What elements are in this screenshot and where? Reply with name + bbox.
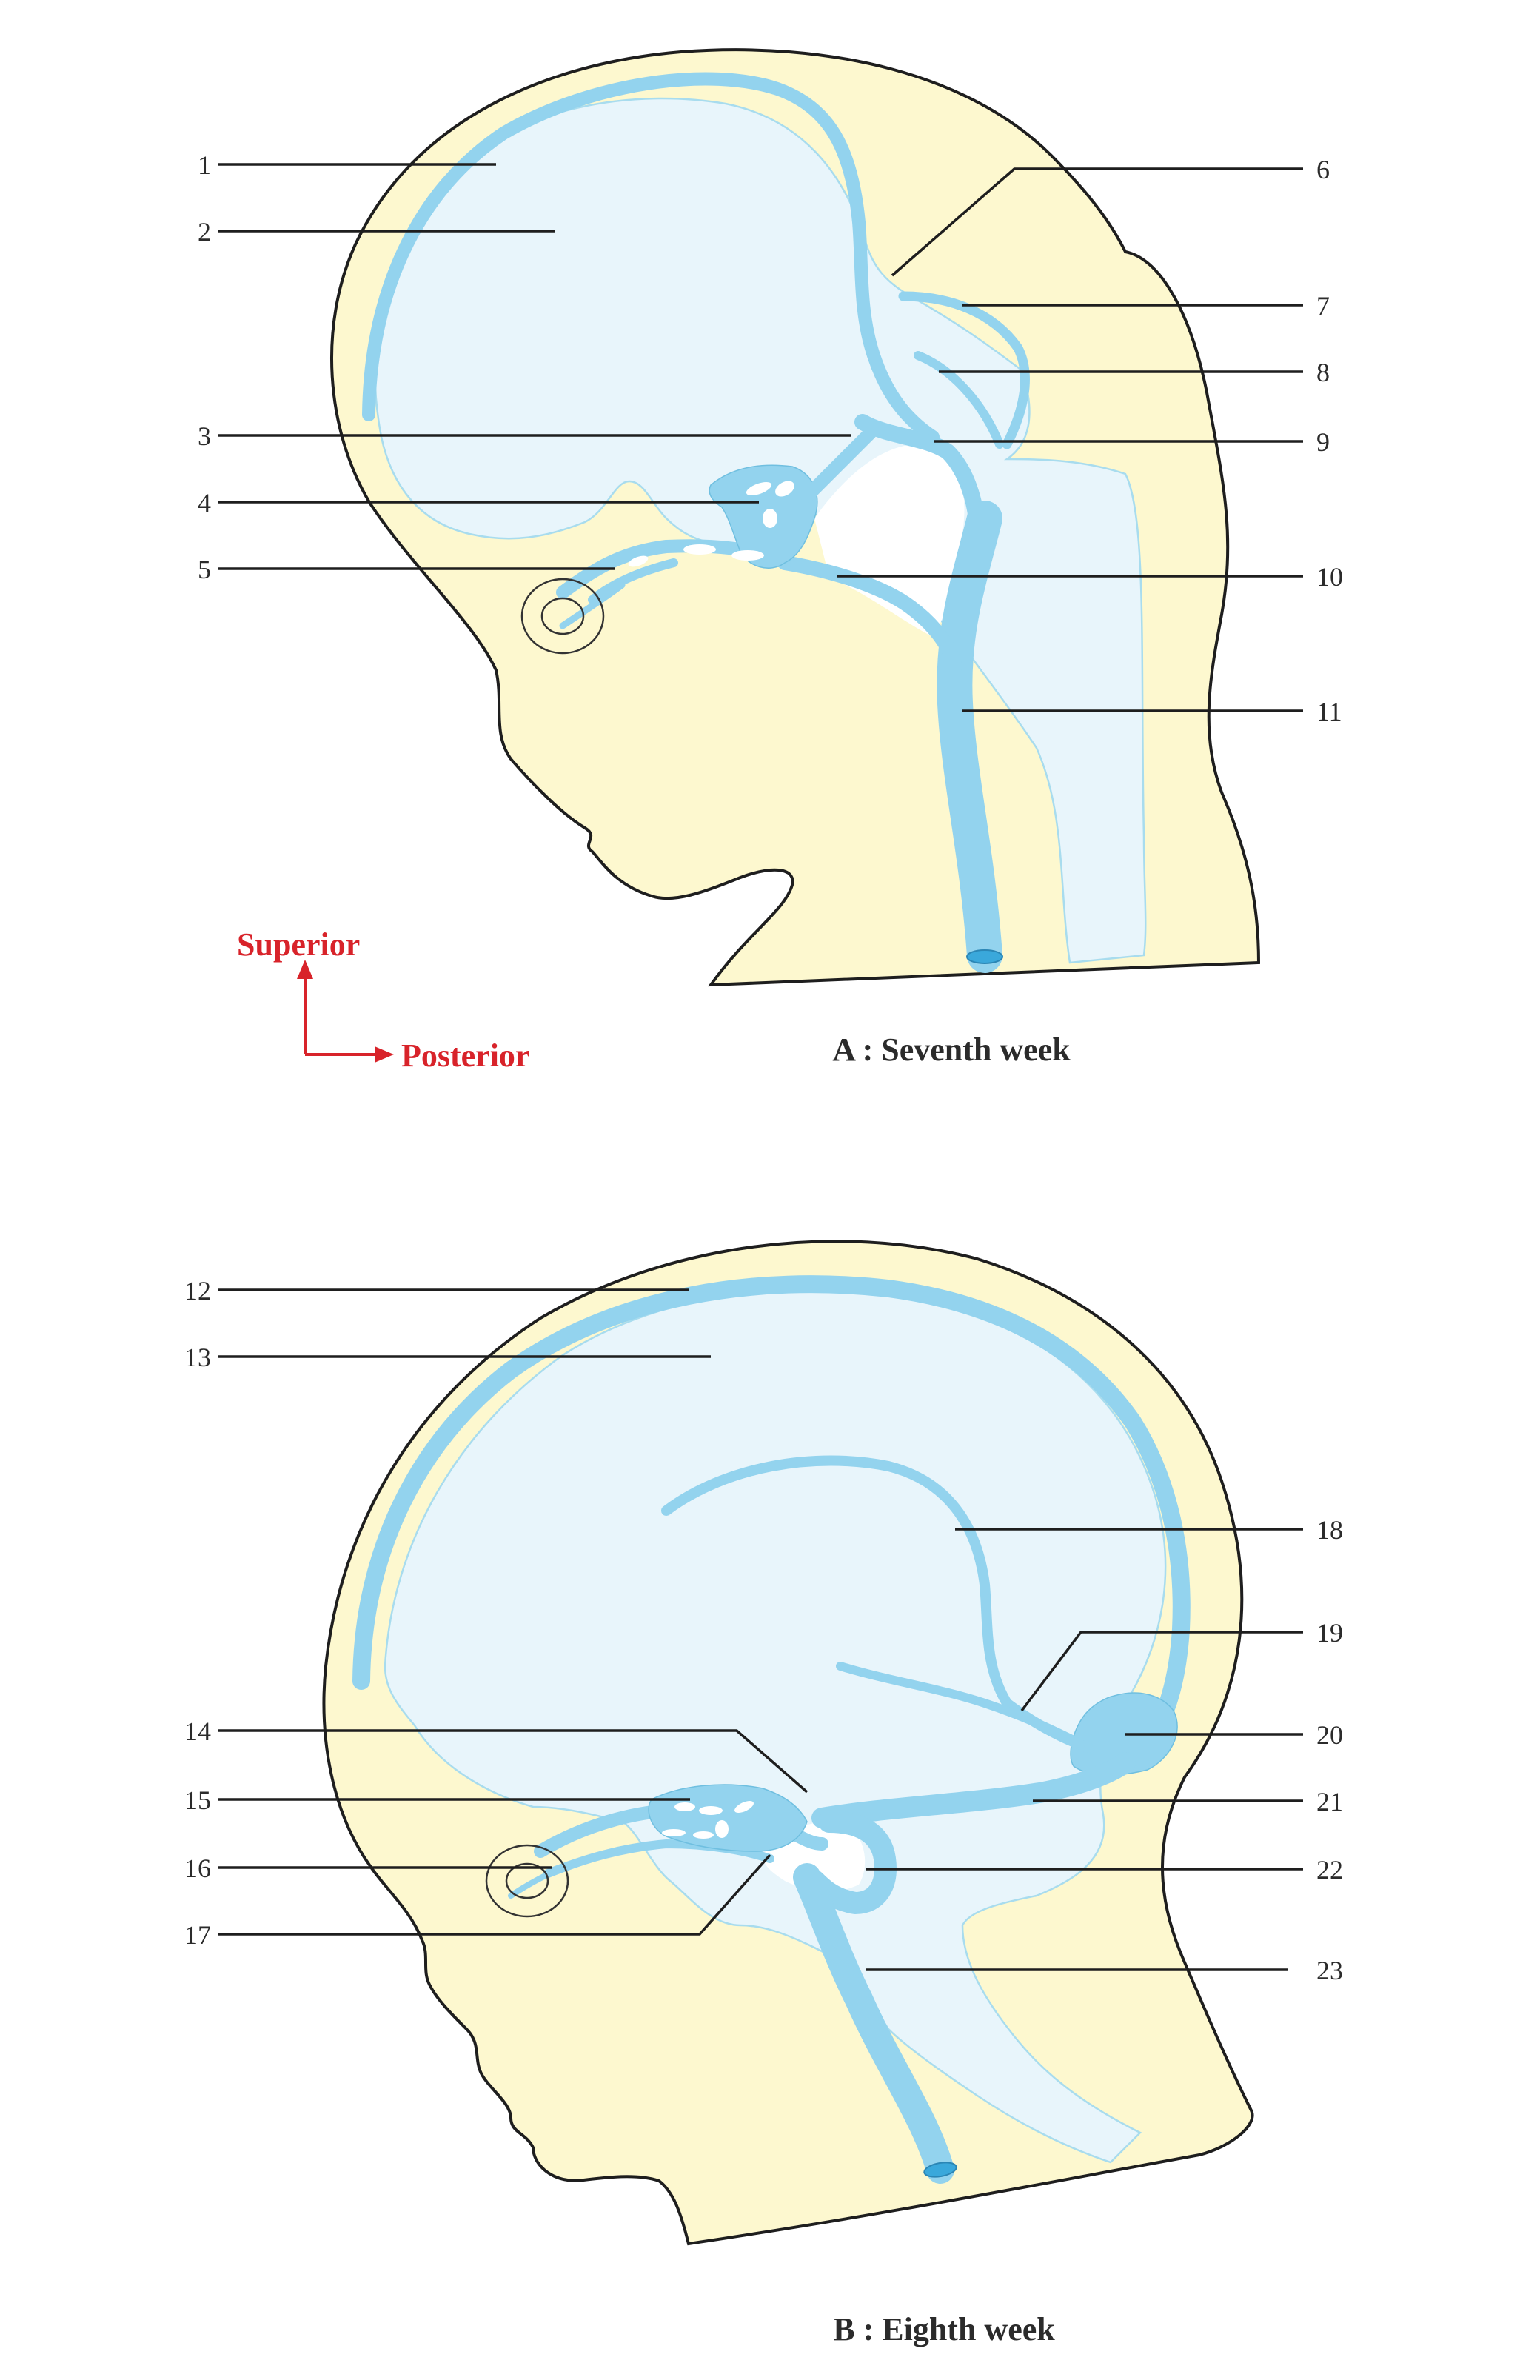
vessel-5b-a — [588, 558, 678, 604]
label-9: 9 — [1316, 427, 1330, 457]
vessel-3-link-a — [800, 427, 877, 503]
caption-b: B : Eighth week — [833, 2311, 1055, 2347]
vessel-eye-b — [508, 1859, 580, 1899]
label-22: 22 — [1316, 1855, 1343, 1885]
label-12: 12 — [184, 1276, 211, 1306]
label-20: 20 — [1316, 1720, 1343, 1750]
plexus-hole-a1 — [746, 481, 772, 496]
superior-label: Superior — [237, 926, 360, 963]
label-5: 5 — [198, 555, 211, 584]
label-4: 4 — [198, 488, 211, 518]
label-3: 3 — [198, 421, 211, 451]
plexus-hole-b4 — [662, 1829, 686, 1836]
eye-outer-b — [485, 1844, 569, 1918]
orientation-indicator: Superior Posterior — [237, 926, 529, 1074]
vessel-lumen-b — [923, 2162, 957, 2178]
vessel-eye-a — [559, 581, 626, 629]
vessel-plexus-b — [648, 1784, 808, 1852]
vessel-anterior-arc-a — [362, 72, 940, 444]
vessel-19-b — [836, 1662, 1085, 1748]
plexus-hole-b1 — [674, 1802, 695, 1811]
label-1: 1 — [198, 150, 211, 180]
vessel-22-loop-b — [803, 1811, 897, 1914]
label-14: 14 — [184, 1717, 211, 1746]
posterior-arrowhead — [375, 1046, 394, 1063]
label-16: 16 — [184, 1853, 211, 1883]
vessel-16-b — [543, 1839, 774, 1878]
plexus-hole-a3 — [763, 509, 777, 528]
plexus-hole-a5 — [732, 550, 764, 561]
label-23: 23 — [1316, 1956, 1343, 1985]
label-21: 21 — [1316, 1787, 1343, 1816]
leader-6 — [891, 167, 1303, 277]
label-19: 19 — [1316, 1618, 1343, 1648]
label-17: 17 — [184, 1920, 211, 1950]
label-18: 18 — [1316, 1515, 1343, 1545]
vessel-23-b — [793, 1863, 954, 2184]
plexus-hole-b3 — [734, 1800, 754, 1814]
label-7: 7 — [1316, 291, 1330, 321]
superior-arrowhead — [297, 960, 313, 979]
eye-inner-a — [540, 597, 585, 635]
ventricle-gap-a — [814, 444, 965, 637]
label-6: 6 — [1316, 155, 1330, 184]
plexus-hole-b2 — [699, 1806, 723, 1815]
vessel-branch-7-a — [898, 291, 1030, 449]
vessel-superior-arc-b — [352, 1275, 1191, 1749]
plexus-hole-a2 — [775, 481, 794, 497]
label-10: 10 — [1316, 562, 1343, 592]
vessel-21-b — [811, 1752, 1136, 1828]
brain-a — [374, 97, 1147, 964]
vessel-lumen-a — [966, 949, 1003, 964]
vessel-branch-8-a — [914, 351, 1004, 449]
vessel-10-a — [777, 555, 962, 674]
plexus-hole-a6 — [628, 555, 649, 567]
leader-19 — [1020, 1631, 1303, 1712]
plexus-hole-b6 — [715, 1820, 729, 1838]
eye-inner-b — [505, 1862, 549, 1899]
plexus-hole-b5 — [693, 1831, 714, 1839]
panel-b: 12 13 14 15 16 17 18 19 20 21 22 23 B : … — [184, 1240, 1343, 2347]
label-8: 8 — [1316, 358, 1330, 387]
leader-17 — [218, 1853, 771, 1936]
panel-a: 1 2 3 4 5 6 7 8 9 10 11 Superior Posteri… — [198, 48, 1343, 1074]
caption-a: A : Seventh week — [832, 1032, 1071, 1068]
eye-outer-a — [520, 578, 605, 655]
label-13: 13 — [184, 1343, 211, 1372]
posterior-label: Posterior — [401, 1037, 529, 1074]
label-15: 15 — [184, 1785, 211, 1815]
label-2: 2 — [198, 217, 211, 247]
plexus-hole-a4 — [683, 544, 716, 555]
leader-14 — [218, 1729, 808, 1794]
label-11: 11 — [1316, 697, 1342, 726]
